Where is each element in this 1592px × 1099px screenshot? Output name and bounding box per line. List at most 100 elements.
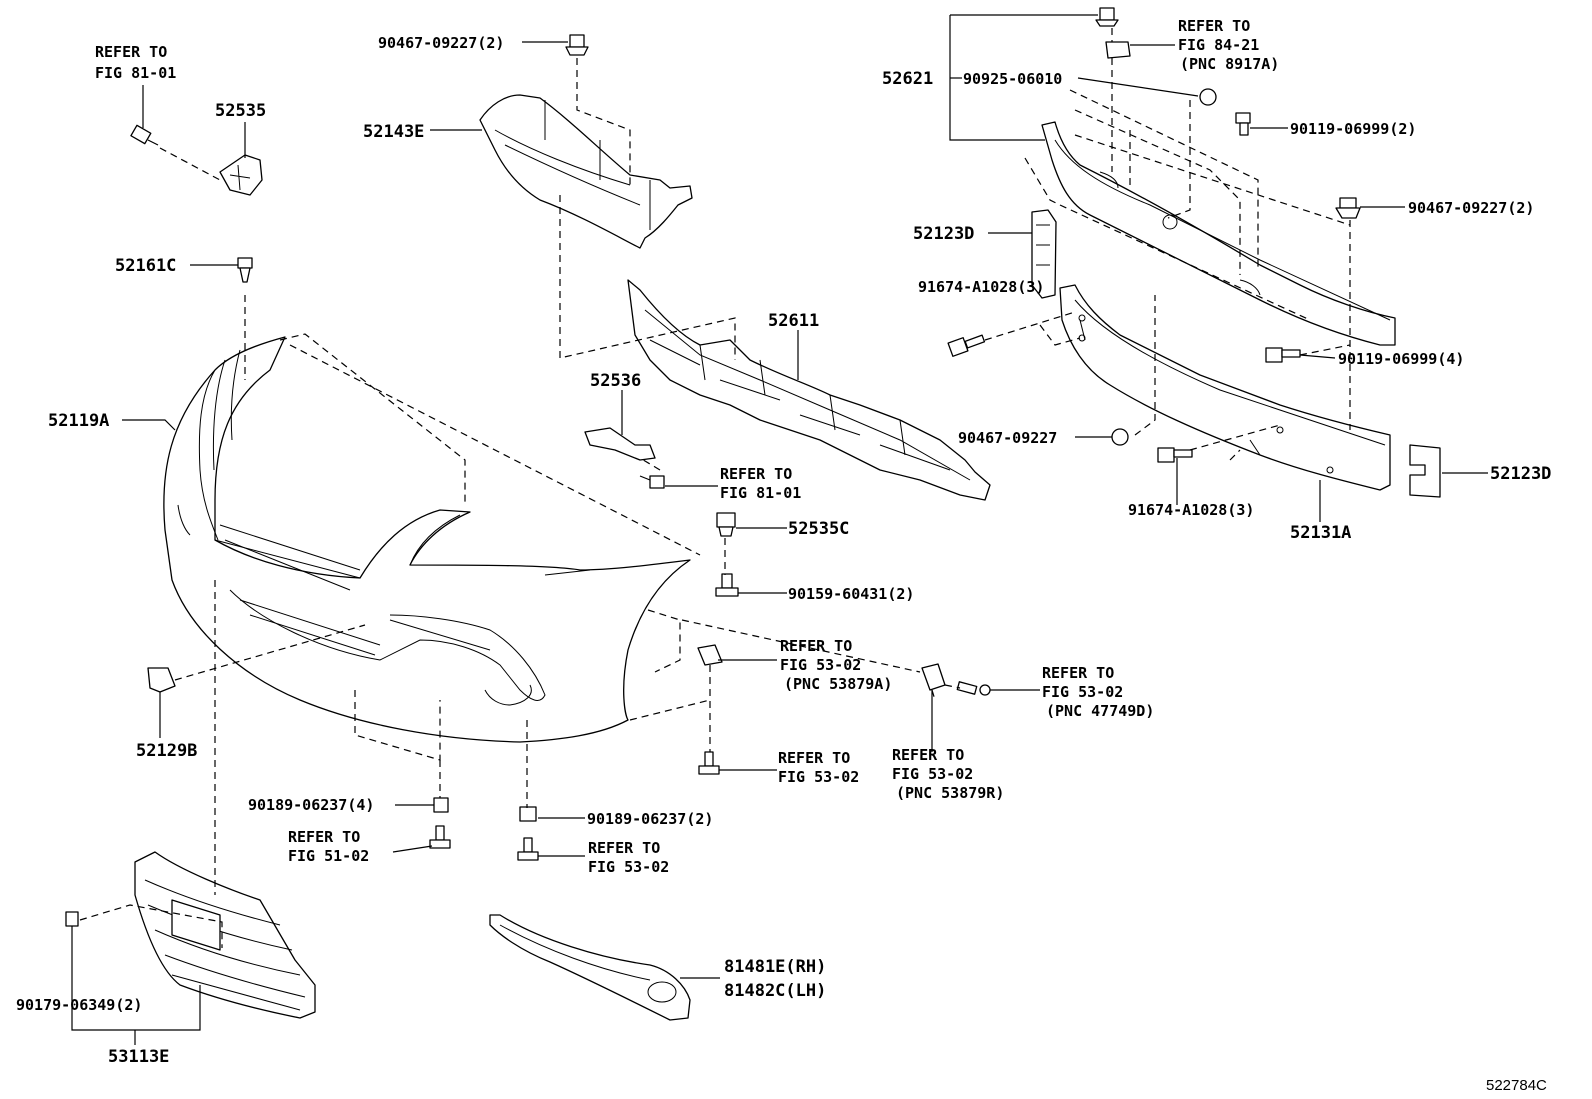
svg-text:REFER TO: REFER TO xyxy=(1178,17,1250,35)
bolt-icon-90119-b xyxy=(1265,347,1301,363)
figure-id: 522784C xyxy=(1486,1077,1547,1094)
label-90467-top: 90467-09227(2) xyxy=(378,34,504,52)
screw-icon-fig51 xyxy=(429,825,451,849)
bolt-icon-fig81-mid xyxy=(639,475,665,489)
label-81481e: 81481E(RH) xyxy=(724,957,826,977)
clip-icon-90179 xyxy=(65,911,79,927)
label-52123d-upper: 52123D xyxy=(913,224,974,244)
bolt-icon-90467-top xyxy=(565,34,589,56)
refer-to-notes: REFER TO FIG 81-01 REFER TO FIG 84-21 (P… xyxy=(95,17,1279,876)
nut-icon-90189-b xyxy=(519,806,537,822)
label-52535c: 52535C xyxy=(788,519,849,539)
svg-text:REFER TO: REFER TO xyxy=(778,749,850,767)
assembly-dashed-lines xyxy=(79,28,1351,948)
svg-text:FIG 53-02: FIG 53-02 xyxy=(892,765,973,783)
fastener-icons xyxy=(65,7,1361,927)
svg-text:FIG 53-02: FIG 53-02 xyxy=(780,656,861,674)
svg-text:FIG 53-02: FIG 53-02 xyxy=(588,858,669,876)
label-90179-06349: 90179-06349(2) xyxy=(16,996,142,1014)
clip-52129b[interactable] xyxy=(147,667,176,693)
upper-shield-52143e[interactable] xyxy=(479,94,693,249)
label-53113e: 53113E xyxy=(108,1047,169,1067)
refer-fig81-top: REFER TO FIG 81-01 xyxy=(95,43,176,82)
bolt-icon-91674-b xyxy=(1157,447,1193,463)
clip-icon-52535c xyxy=(716,512,736,537)
grille-53113e[interactable] xyxy=(134,851,316,1019)
leader-lines xyxy=(71,14,1488,1045)
clip-icon-fig53-d xyxy=(921,663,946,691)
refer-fig53-e: REFER TO FIG 53-02 xyxy=(588,839,669,876)
label-52119a: 52119A xyxy=(48,411,109,431)
refer-fig53-c: REFER TO FIG 53-02 xyxy=(778,749,859,786)
label-91674-b: 91674-A1028(3) xyxy=(1128,501,1254,519)
nut-icon-90189-a xyxy=(433,797,449,813)
label-91674-a: 91674-A1028(3) xyxy=(918,278,1044,296)
label-90467-right: 90467-09227(2) xyxy=(1408,199,1534,217)
label-90159-60431: 90159-60431(2) xyxy=(788,585,914,603)
bracket-52123d-upper[interactable] xyxy=(1031,209,1057,299)
label-90119-a: 90119-06999(2) xyxy=(1290,120,1416,138)
svg-text:(PNC 53879A): (PNC 53879A) xyxy=(784,675,892,693)
svg-text:FIG 81-01: FIG 81-01 xyxy=(95,64,176,82)
part-labels: 52621 90925-06010 52143E 90467-09227(2) … xyxy=(16,34,1551,1067)
bolt-icon-fig81-top xyxy=(130,124,159,146)
bolt-icon-90467-mid xyxy=(1111,428,1129,446)
bumper-cover-52119a[interactable] xyxy=(163,336,691,743)
bracket-52123d-lower[interactable] xyxy=(1409,444,1441,498)
svg-text:FIG 53-02: FIG 53-02 xyxy=(1042,683,1123,701)
label-52536: 52536 xyxy=(590,371,641,391)
label-52123d-lower: 52123D xyxy=(1490,464,1551,484)
svg-text:REFER TO: REFER TO xyxy=(288,828,360,846)
label-90189-a: 90189-06237(4) xyxy=(248,796,374,814)
bolt-icon-90119-a xyxy=(1235,112,1251,136)
bolt-icon-top-right xyxy=(1095,7,1119,27)
refer-fig51: REFER TO FIG 51-02 xyxy=(288,828,369,865)
label-90467-mid: 90467-09227 xyxy=(958,429,1057,447)
screw-icon-90159 xyxy=(715,573,739,597)
svg-text:REFER TO: REFER TO xyxy=(720,465,792,483)
label-52161c: 52161C xyxy=(115,256,176,276)
svg-text:REFER TO: REFER TO xyxy=(95,43,167,61)
refer-fig81-mid: REFER TO FIG 81-01 xyxy=(720,465,801,502)
svg-text:REFER TO: REFER TO xyxy=(780,637,852,655)
refer-fig53-a: REFER TO FIG 53-02 (PNC 53879A) xyxy=(780,637,892,693)
svg-text:REFER TO: REFER TO xyxy=(588,839,660,857)
bracket-52535[interactable] xyxy=(219,154,263,196)
svg-text:(PNC 8917A): (PNC 8917A) xyxy=(1180,55,1279,73)
svg-text:REFER TO: REFER TO xyxy=(1042,664,1114,682)
label-90119-b: 90119-06999(4) xyxy=(1338,350,1464,368)
label-90925-06010: 90925-06010 xyxy=(963,70,1062,88)
clip-icon-fig84 xyxy=(1105,41,1131,59)
screw-icon-fig53-e xyxy=(517,837,539,861)
svg-text:FIG 53-02: FIG 53-02 xyxy=(778,768,859,786)
label-52129b: 52129B xyxy=(136,741,197,761)
screw-icon-fig53-b xyxy=(956,681,991,696)
nut-icon-90925 xyxy=(1199,88,1217,106)
svg-text:(PNC 47749D): (PNC 47749D) xyxy=(1046,702,1154,720)
clip-icon-fig53-a xyxy=(697,644,723,666)
reinforcement-52621[interactable] xyxy=(1041,121,1396,346)
bracket-52536[interactable] xyxy=(584,427,656,461)
svg-text:FIG 81-01: FIG 81-01 xyxy=(720,484,801,502)
label-90189-b: 90189-06237(2) xyxy=(587,810,713,828)
label-81482c: 81482C(LH) xyxy=(724,981,826,1001)
bolt-icon-91674-a xyxy=(947,334,986,357)
refer-fig84: REFER TO FIG 84-21 (PNC 8917A) xyxy=(1178,17,1279,73)
label-52535: 52535 xyxy=(215,101,266,121)
label-52611: 52611 xyxy=(768,311,819,331)
bumper-reinforcement-52131a[interactable] xyxy=(1059,284,1391,491)
label-52621: 52621 xyxy=(882,69,933,89)
clip-icon-52161c xyxy=(237,257,253,283)
label-52143e: 52143E xyxy=(363,122,424,142)
svg-text:REFER TO: REFER TO xyxy=(892,746,964,764)
refer-fig53-d: REFER TO FIG 53-02 (PNC 53879R) xyxy=(892,746,1004,802)
energy-absorber-52611[interactable] xyxy=(627,279,991,501)
bolt-icon-90467-right xyxy=(1335,197,1361,219)
label-52131a: 52131A xyxy=(1290,523,1351,543)
refer-fig53-b: REFER TO FIG 53-02 (PNC 47749D) xyxy=(1042,664,1154,720)
svg-text:(PNC 53879R): (PNC 53879R) xyxy=(896,784,1004,802)
svg-text:FIG 51-02: FIG 51-02 xyxy=(288,847,369,865)
screw-icon-fig53-c xyxy=(698,751,720,775)
fog-lamp-cover-81481e[interactable] xyxy=(489,914,691,1021)
